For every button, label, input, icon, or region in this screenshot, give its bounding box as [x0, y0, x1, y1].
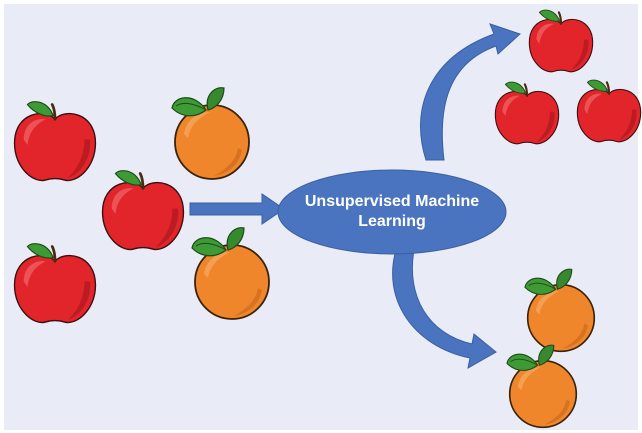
orange-icon	[171, 86, 250, 180]
orange-icon	[506, 344, 578, 429]
lower-output-arrow-icon	[392, 249, 497, 369]
apple-icon	[13, 100, 97, 182]
apple-icon	[576, 79, 642, 143]
upper-output-arrow-icon	[420, 23, 521, 161]
orange-icon	[524, 268, 596, 353]
apple-icon	[13, 242, 97, 324]
center-node	[277, 169, 507, 255]
orange-icon	[191, 226, 270, 320]
apple-icon	[494, 81, 560, 145]
apple-icon	[528, 9, 594, 73]
input-arrow-icon	[189, 193, 285, 225]
apple-icon	[101, 169, 185, 251]
